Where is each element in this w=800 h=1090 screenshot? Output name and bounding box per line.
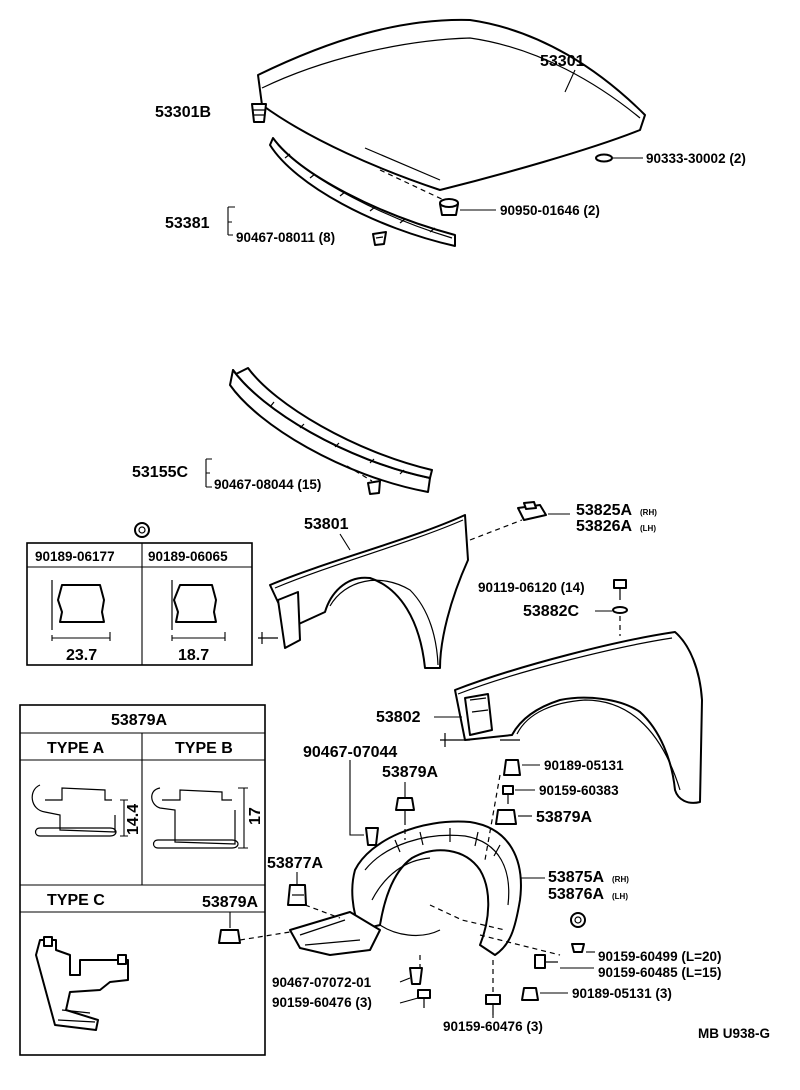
- hood-cushion-icon: [439, 198, 459, 216]
- cowl-seal-label: 53155C: [132, 464, 188, 481]
- hood-seal-clip-icon: [372, 231, 387, 246]
- hood-clip-label: 90333-30002 (2): [646, 151, 746, 166]
- clip-type-b-icon: [151, 787, 248, 849]
- clip-53879a-top-icon: [395, 797, 415, 820]
- fender-bolt-label: 90119-06120 (14): [478, 580, 585, 595]
- liner-rh-label: 53875A: [548, 869, 604, 886]
- washer-icon: [134, 522, 150, 538]
- screw-05131-top-label: 90189-05131: [544, 758, 624, 773]
- figure-id: MB U938-G: [698, 1026, 770, 1041]
- clip-07072-label: 90467-07072-01: [272, 975, 372, 990]
- clip-53879a-left-icon: [218, 929, 241, 944]
- clip-type-a-dim: 14.4: [125, 804, 142, 835]
- liner-rh-side: (RH): [612, 875, 629, 884]
- clip-53879a-left-label: 53879A: [202, 894, 258, 911]
- screw-60476-left-icon: [417, 989, 431, 1008]
- washer-small-icon: [570, 912, 586, 928]
- fender-bracket-rh-label: 53825A: [576, 502, 632, 519]
- clip-inset-type-b: TYPE B: [175, 740, 233, 757]
- clip-07072-icon: [409, 967, 423, 985]
- clip-upper-label: 90467-07044: [303, 744, 397, 761]
- clip-53879a-right-icon: [495, 809, 517, 825]
- clip-inset-title: 53879A: [111, 712, 167, 729]
- fender-bracket-icon: [517, 501, 547, 521]
- screw-60476-left-label: 90159-60476 (3): [272, 995, 372, 1010]
- screw-60476-bottom-label: 90159-60476 (3): [443, 1019, 543, 1034]
- clip-inset-type-c: TYPE C: [47, 892, 105, 909]
- nut-right-icon: [171, 580, 226, 641]
- fender-lh-label: 53801: [304, 516, 349, 533]
- screw-05131-top-icon: [503, 759, 521, 776]
- screw-60485-label: 90159-60485 (L=15): [598, 965, 721, 980]
- screw-60499-label: 90159-60499 (L=20): [598, 949, 721, 964]
- liner-lh-side: (LH): [612, 892, 628, 901]
- fender-lh-panel: [258, 514, 469, 669]
- clip-53877a-label: 53877A: [267, 855, 323, 872]
- hood-bumper-label: 53301B: [155, 104, 211, 121]
- hood-seal-label: 53381: [165, 215, 210, 232]
- nut-inset-left-dim: 23.7: [66, 647, 97, 664]
- fender-washer-label: 53882C: [523, 603, 579, 620]
- cowl-seal-clip-label: 90467-08044 (15): [214, 477, 321, 492]
- nut-left-icon: [51, 580, 111, 641]
- clip-small-icon: [571, 943, 585, 953]
- screw-05131-bottom-label: 90189-05131 (3): [572, 986, 672, 1001]
- fender-rh-label: 53802: [376, 709, 421, 726]
- hood-panel: [257, 18, 646, 191]
- cowl-seal-clip-icon: [367, 480, 381, 495]
- hood-seal-clip-label: 90467-08011 (8): [236, 230, 335, 245]
- nut-inset-right-dim: 18.7: [178, 647, 209, 664]
- fender-liner: [289, 820, 522, 956]
- screw-60476-bottom-icon: [485, 994, 501, 1015]
- screw-05131-bottom-icon: [521, 987, 539, 1001]
- clip-53879a-right-label: 53879A: [536, 809, 592, 826]
- hood-label: 53301: [540, 53, 585, 70]
- clip-type-c-icon: [35, 936, 129, 1031]
- clip-inset-type-a: TYPE A: [47, 740, 105, 757]
- nut-inset-left-title: 90189-06177: [35, 549, 115, 564]
- clip-53879a-top-label: 53879A: [382, 764, 438, 781]
- hood-cushion-label: 90950-01646 (2): [500, 203, 600, 218]
- nut-inset-right-title: 90189-06065: [148, 549, 228, 564]
- screw-60485-icon: [534, 954, 558, 969]
- hood-seal-strip: [269, 137, 456, 247]
- fender-rh-panel: [440, 631, 703, 804]
- clip-type-a-icon: [31, 784, 128, 837]
- clip-upper-icon: [365, 827, 379, 846]
- screw-60383-label: 90159-60383: [539, 783, 619, 798]
- cowl-seal-strip: [229, 367, 433, 493]
- hood-clip-icon: [595, 153, 613, 163]
- fender-bracket-rh-side: (RH): [640, 508, 657, 517]
- screw-60383-icon: [502, 785, 514, 804]
- fender-washer-icon: [612, 606, 628, 614]
- clip-53877a-icon: [287, 884, 307, 906]
- hood-bumper-icon: [251, 103, 267, 123]
- fender-bracket-lh-label: 53826A: [576, 518, 632, 535]
- fender-bolt-icon: [613, 579, 627, 600]
- clip-type-b-dim: 17: [247, 807, 264, 825]
- liner-lh-label: 53876A: [548, 886, 604, 903]
- fender-bracket-lh-side: (LH): [640, 524, 656, 533]
